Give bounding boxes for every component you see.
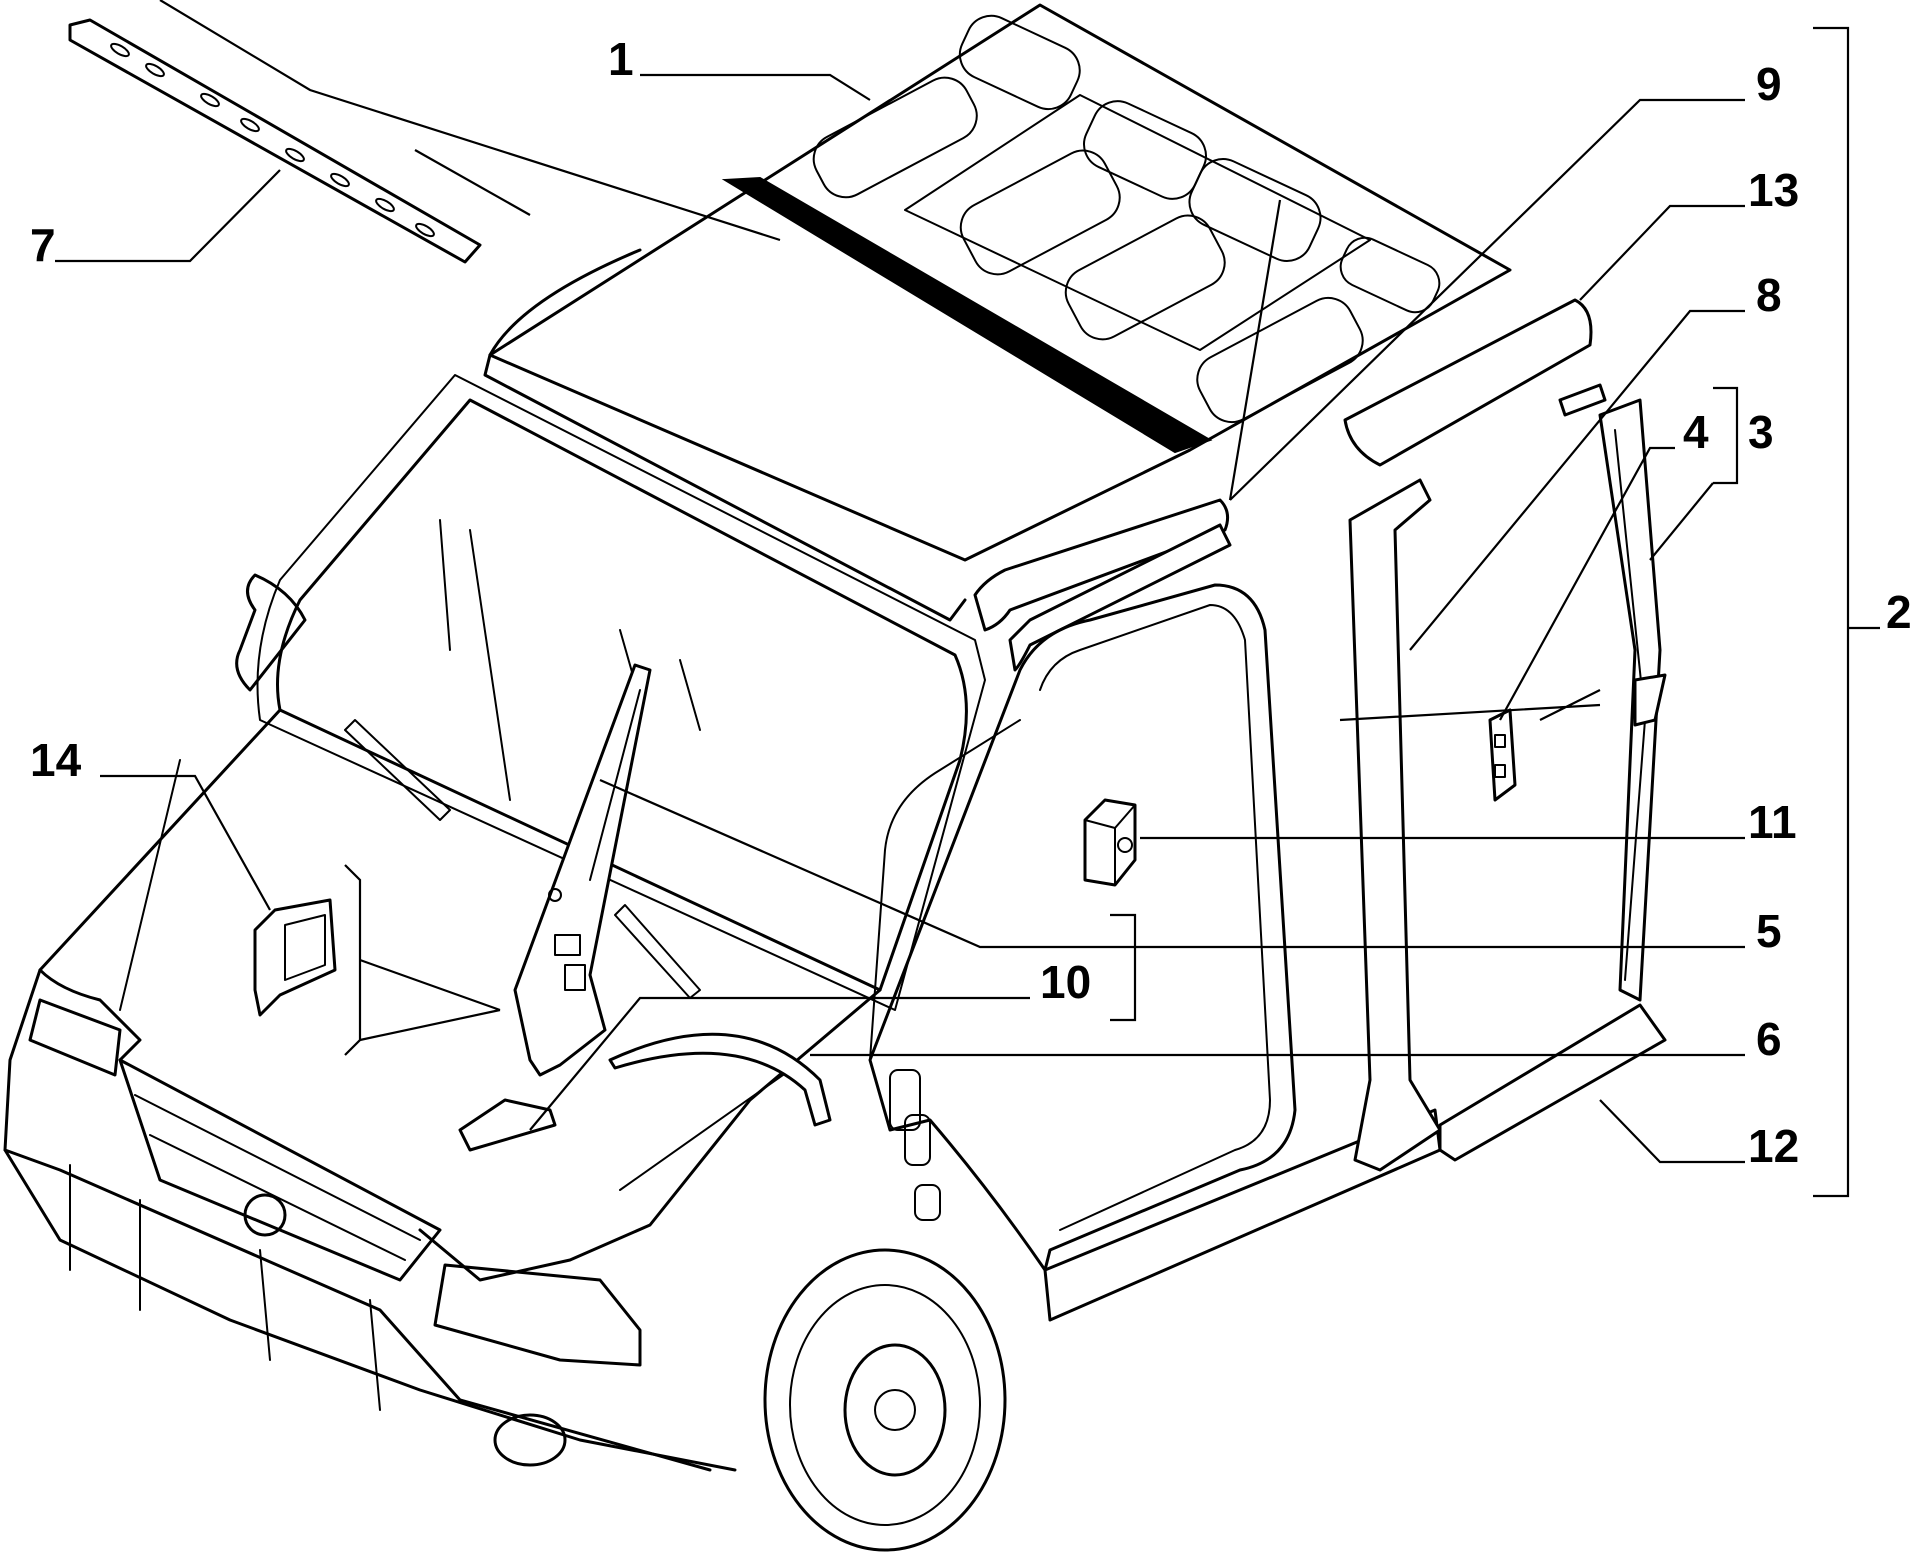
roof-panels: [812, 14, 1441, 423]
part-5-a-pillar: [513, 663, 652, 1077]
leader-lines: [55, 0, 1745, 1164]
van-body: [3, 3, 1667, 1552]
callout-labels: 1 2 3 4 5 6 7 8 9 10 11 12 13 14: [30, 33, 1912, 1172]
callout-10: 10: [1040, 956, 1091, 1008]
part-14-panel: [253, 898, 337, 1017]
callout-12: 12: [1748, 1120, 1799, 1172]
bracket-group-lines: [344, 26, 1880, 1198]
callout-1: 1: [608, 33, 634, 85]
callout-6: 6: [1756, 1013, 1782, 1065]
callout-9: 9: [1756, 58, 1782, 110]
callout-11: 11: [1748, 796, 1797, 848]
callout-4: 4: [1683, 406, 1709, 458]
part-10-bracket: [458, 1098, 557, 1152]
part-4-bracket: [1488, 708, 1517, 802]
grille: [118, 1058, 442, 1282]
part-6-arch-trim: [608, 1032, 832, 1127]
callout-14: 14: [30, 734, 82, 786]
callout-13: 13: [1748, 164, 1799, 216]
part-7-strip: [68, 18, 482, 264]
callout-5: 5: [1756, 905, 1782, 957]
front-wheel: [763, 1248, 1007, 1552]
callout-3: 3: [1748, 406, 1774, 458]
callout-7: 7: [30, 219, 56, 271]
callout-8: 8: [1756, 269, 1782, 321]
part-11-block: [1083, 798, 1137, 887]
callout-2: 2: [1886, 586, 1912, 638]
